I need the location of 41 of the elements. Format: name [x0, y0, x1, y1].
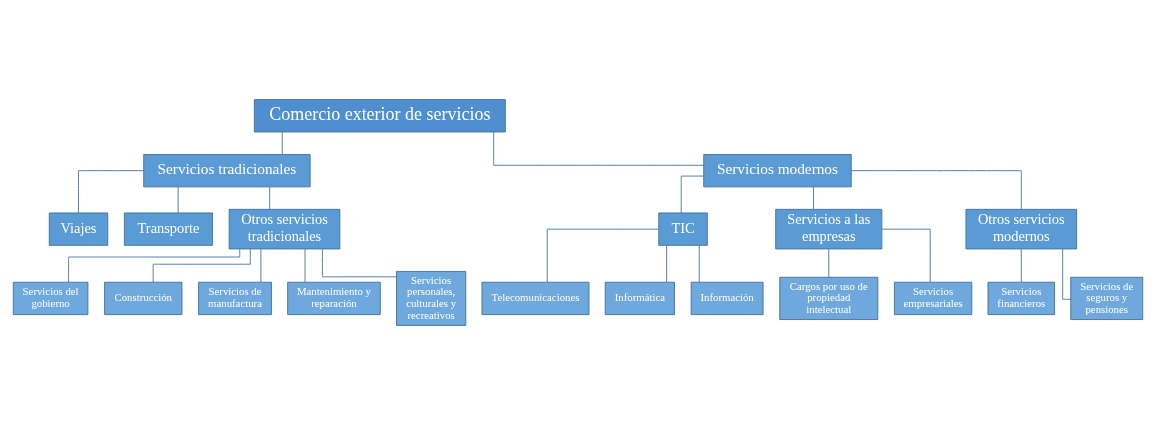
connector	[1062, 248, 1072, 300]
connector	[68, 248, 241, 282]
node-box: Servicios modernos	[703, 153, 852, 187]
connector	[680, 175, 704, 213]
connector	[269, 186, 271, 210]
node-box: Mantenimiento y reparación	[287, 281, 381, 315]
connector	[493, 131, 705, 166]
node-box: Otros servicios modernos	[965, 208, 1078, 249]
node-box: Cargos por uso de propiedad intelectual	[779, 276, 879, 320]
connector	[698, 244, 700, 283]
connector	[546, 228, 659, 282]
node-box: Servicios de manufactura	[198, 281, 272, 315]
node-box: Servicios financieros	[987, 281, 1055, 315]
connector	[850, 169, 1022, 210]
connector	[281, 131, 283, 155]
connector	[152, 248, 251, 283]
node-box: Información	[690, 281, 764, 315]
node-box: Comercio exterior de servicios	[253, 98, 506, 132]
node-box: Servicios tradicionales	[143, 153, 311, 187]
connector	[260, 248, 262, 283]
connector	[666, 244, 668, 283]
connector	[813, 186, 814, 210]
node-box: Construcción	[104, 281, 183, 315]
node-box: Transporte	[123, 212, 213, 246]
connector	[1020, 248, 1022, 283]
node-box: Servicios de seguros y pensiones	[1070, 276, 1144, 320]
node-box: Servicios a las empresas	[775, 208, 883, 249]
node-box: Servicios empresariales	[894, 281, 973, 315]
node-box: Informática	[604, 281, 675, 315]
connector	[78, 169, 145, 213]
connector	[322, 248, 397, 277]
node-box: Servicios del gobierno	[12, 281, 89, 315]
connector	[828, 248, 830, 278]
connector	[304, 248, 306, 283]
node-box: Telecomunicaciones	[481, 281, 590, 315]
node-box: Servicios personales, culturales y recreativos	[396, 270, 467, 326]
connector	[177, 186, 179, 213]
connector	[881, 228, 931, 282]
node-box: Viajes	[48, 212, 109, 246]
node-box: Otros servicios tradicionales	[228, 208, 341, 249]
node-box: TIC	[658, 212, 708, 246]
